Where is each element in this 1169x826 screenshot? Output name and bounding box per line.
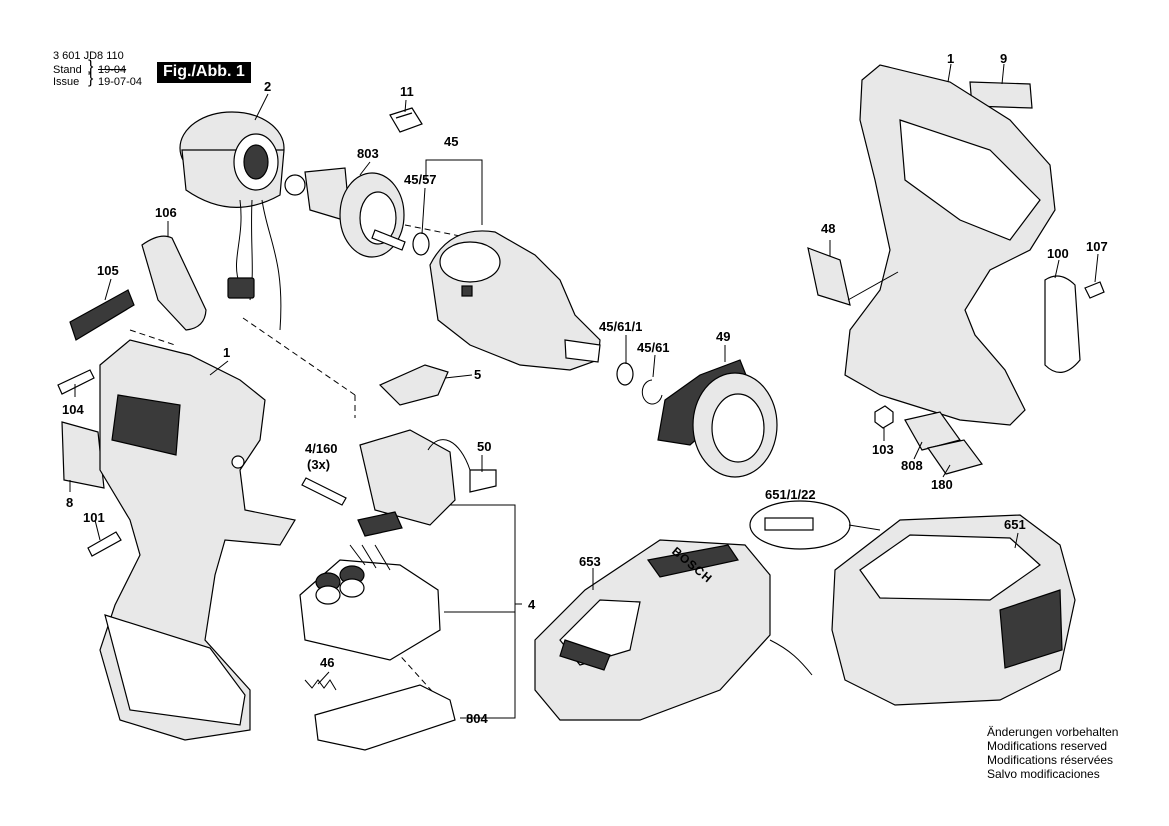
callout-45-57: 45/57 [404,172,437,187]
spring-part [304,679,337,691]
bracket-45 [425,159,483,225]
ring-part [616,362,634,386]
callout-11: 11 [400,84,414,99]
stand-label: Stand [53,64,82,76]
gearbox-part [429,230,601,371]
cover-plate-part [807,247,851,306]
callout-101: 101 [83,510,105,525]
label-part [926,439,984,475]
base-plate-part [314,684,456,751]
switch-part [357,429,497,537]
callout-1-right: 1 [947,51,955,66]
housing-right-part [844,64,1056,426]
nose-cap-part [657,359,778,478]
assembly-dash-line [394,649,441,701]
pin-part [301,477,347,506]
stator-part [179,111,285,331]
side-pad-part [141,235,207,331]
clip-part [389,107,423,133]
switch-slide-part [378,364,449,406]
washer-part [412,232,430,256]
belt-clip-part [1044,275,1081,373]
retaining-ring-part [641,379,663,405]
label-part [61,421,105,489]
callout-4: 4 [528,597,536,612]
screw-part [1084,281,1105,299]
callout-45-61: 45/61 [637,340,670,355]
label-part [904,411,961,451]
callout-45-61-1: 45/61/1 [599,319,643,334]
belt-clip-part [69,289,135,341]
callout-49: 49 [716,329,731,344]
assembly-dash-line [129,329,176,346]
bracket-4 [434,504,522,719]
callout-107: 107 [1086,239,1108,254]
nut-part [874,405,894,429]
callout-2: 2 [264,79,272,94]
charger-part [534,539,813,721]
callout-50: 50 [477,439,492,454]
callout-1-left: 1 [223,345,231,360]
callout-48: 48 [821,221,836,236]
figure-label: Fig./Abb. 1 [157,62,251,83]
leader-lines [69,63,1099,685]
callout-803: 803 [357,146,379,161]
screw-part [57,369,95,395]
label-callout-bubble [749,500,881,550]
assembly-dash-line [242,317,356,396]
callout-651-1-22: 651/1/22 [765,487,816,502]
callout-46: 46 [320,655,335,670]
issue-date: 19-07-04 [98,76,143,88]
stand-date: 19-04 [98,64,127,76]
issue-label: Issue [53,76,80,88]
callout-804: 804 [466,711,488,726]
document-number: 3 601 JD8 110 [53,50,124,62]
callout-9: 9 [1000,51,1008,66]
callout-105: 105 [97,263,119,278]
note-line: Salvo modificaciones [987,767,1100,781]
electronics-board-part [299,544,441,661]
callout-808: 808 [901,458,923,473]
note-line: Modifications réservées [987,753,1114,767]
callout-5: 5 [474,367,482,382]
brace-icon: } [88,70,94,87]
callout-651: 651 [1004,517,1026,532]
note-line: Änderungen vorbehalten [987,725,1119,739]
callout-45: 45 [444,134,459,149]
callout-653: 653 [579,554,601,569]
callout-103: 103 [872,442,894,457]
note-line: Modifications reserved [987,739,1108,753]
screw-part [87,531,122,557]
callout-104: 104 [62,402,84,417]
callout-3x: (3x) [307,457,331,472]
callout-106: 106 [155,205,177,220]
callout-180: 180 [931,477,953,492]
callout-100: 100 [1047,246,1069,261]
housing-left-part [99,339,296,741]
callout-8: 8 [66,495,74,510]
battery-pack-part [831,514,1076,706]
brace-icon: } [88,58,94,75]
callout-4-160: 4/160 [305,441,338,456]
rotor-part [284,167,406,258]
